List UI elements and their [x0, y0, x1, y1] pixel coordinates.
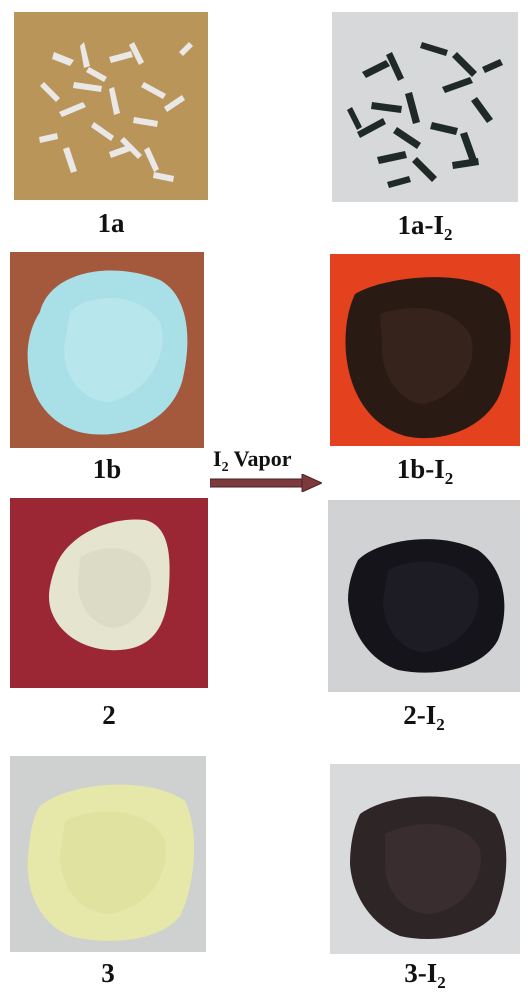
photo-2-i2 [328, 500, 520, 692]
photo-2 [10, 498, 208, 688]
label-1a-i2: 1a-I2 [397, 210, 453, 244]
photo-3-i2 [330, 764, 520, 954]
arrow-label: I2 Vapor [213, 446, 292, 475]
label-3-i2: 3-I2 [404, 958, 446, 992]
arrow-icon [210, 474, 322, 492]
label-1b: 1b [92, 454, 122, 484]
photo-1b [10, 252, 204, 448]
photo-3 [10, 756, 206, 952]
label-2: 2 [102, 700, 116, 730]
label-2-i2: 2-I2 [403, 700, 445, 734]
photo-1b-i2 [330, 254, 520, 446]
label-3: 3 [101, 958, 115, 988]
label-1a: 1a [97, 208, 125, 238]
label-1b-i2: 1b-I2 [396, 454, 454, 488]
photo-1a [14, 12, 208, 200]
photo-1a-i2 [332, 12, 518, 202]
